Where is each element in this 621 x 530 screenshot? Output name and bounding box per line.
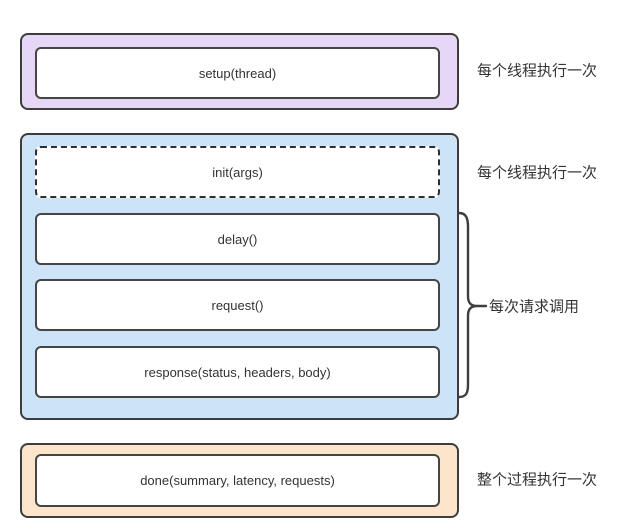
done-function-box: done(summary, latency, requests) — [35, 454, 440, 507]
setup-side-label: 每个线程执行一次 — [477, 62, 598, 80]
response-function-box: response(status, headers, body) — [35, 346, 440, 398]
setup-function-label: setup(thread) — [198, 65, 277, 81]
delay-function-box: delay() — [35, 213, 440, 265]
per-request-side-label: 每次请求调用 — [489, 298, 580, 316]
init-function-box: init(args) — [35, 146, 440, 198]
done-phase-container: done(summary, latency, requests) — [20, 443, 459, 518]
curly-brace — [457, 211, 488, 399]
setup-function-box: setup(thread) — [35, 47, 440, 99]
thread-phase-container: init(args) delay() request() response(st… — [20, 133, 459, 420]
request-function-label: request() — [211, 297, 264, 313]
init-function-label: init(args) — [212, 164, 263, 180]
done-side-label: 整个过程执行一次 — [477, 471, 598, 489]
setup-phase-container: setup(thread) — [20, 33, 459, 110]
init-side-label: 每个线程执行一次 — [477, 164, 598, 182]
done-function-label: done(summary, latency, requests) — [140, 473, 335, 488]
delay-function-label: delay() — [217, 231, 258, 247]
response-function-label: response(status, headers, body) — [144, 364, 331, 380]
request-function-box: request() — [35, 279, 440, 331]
